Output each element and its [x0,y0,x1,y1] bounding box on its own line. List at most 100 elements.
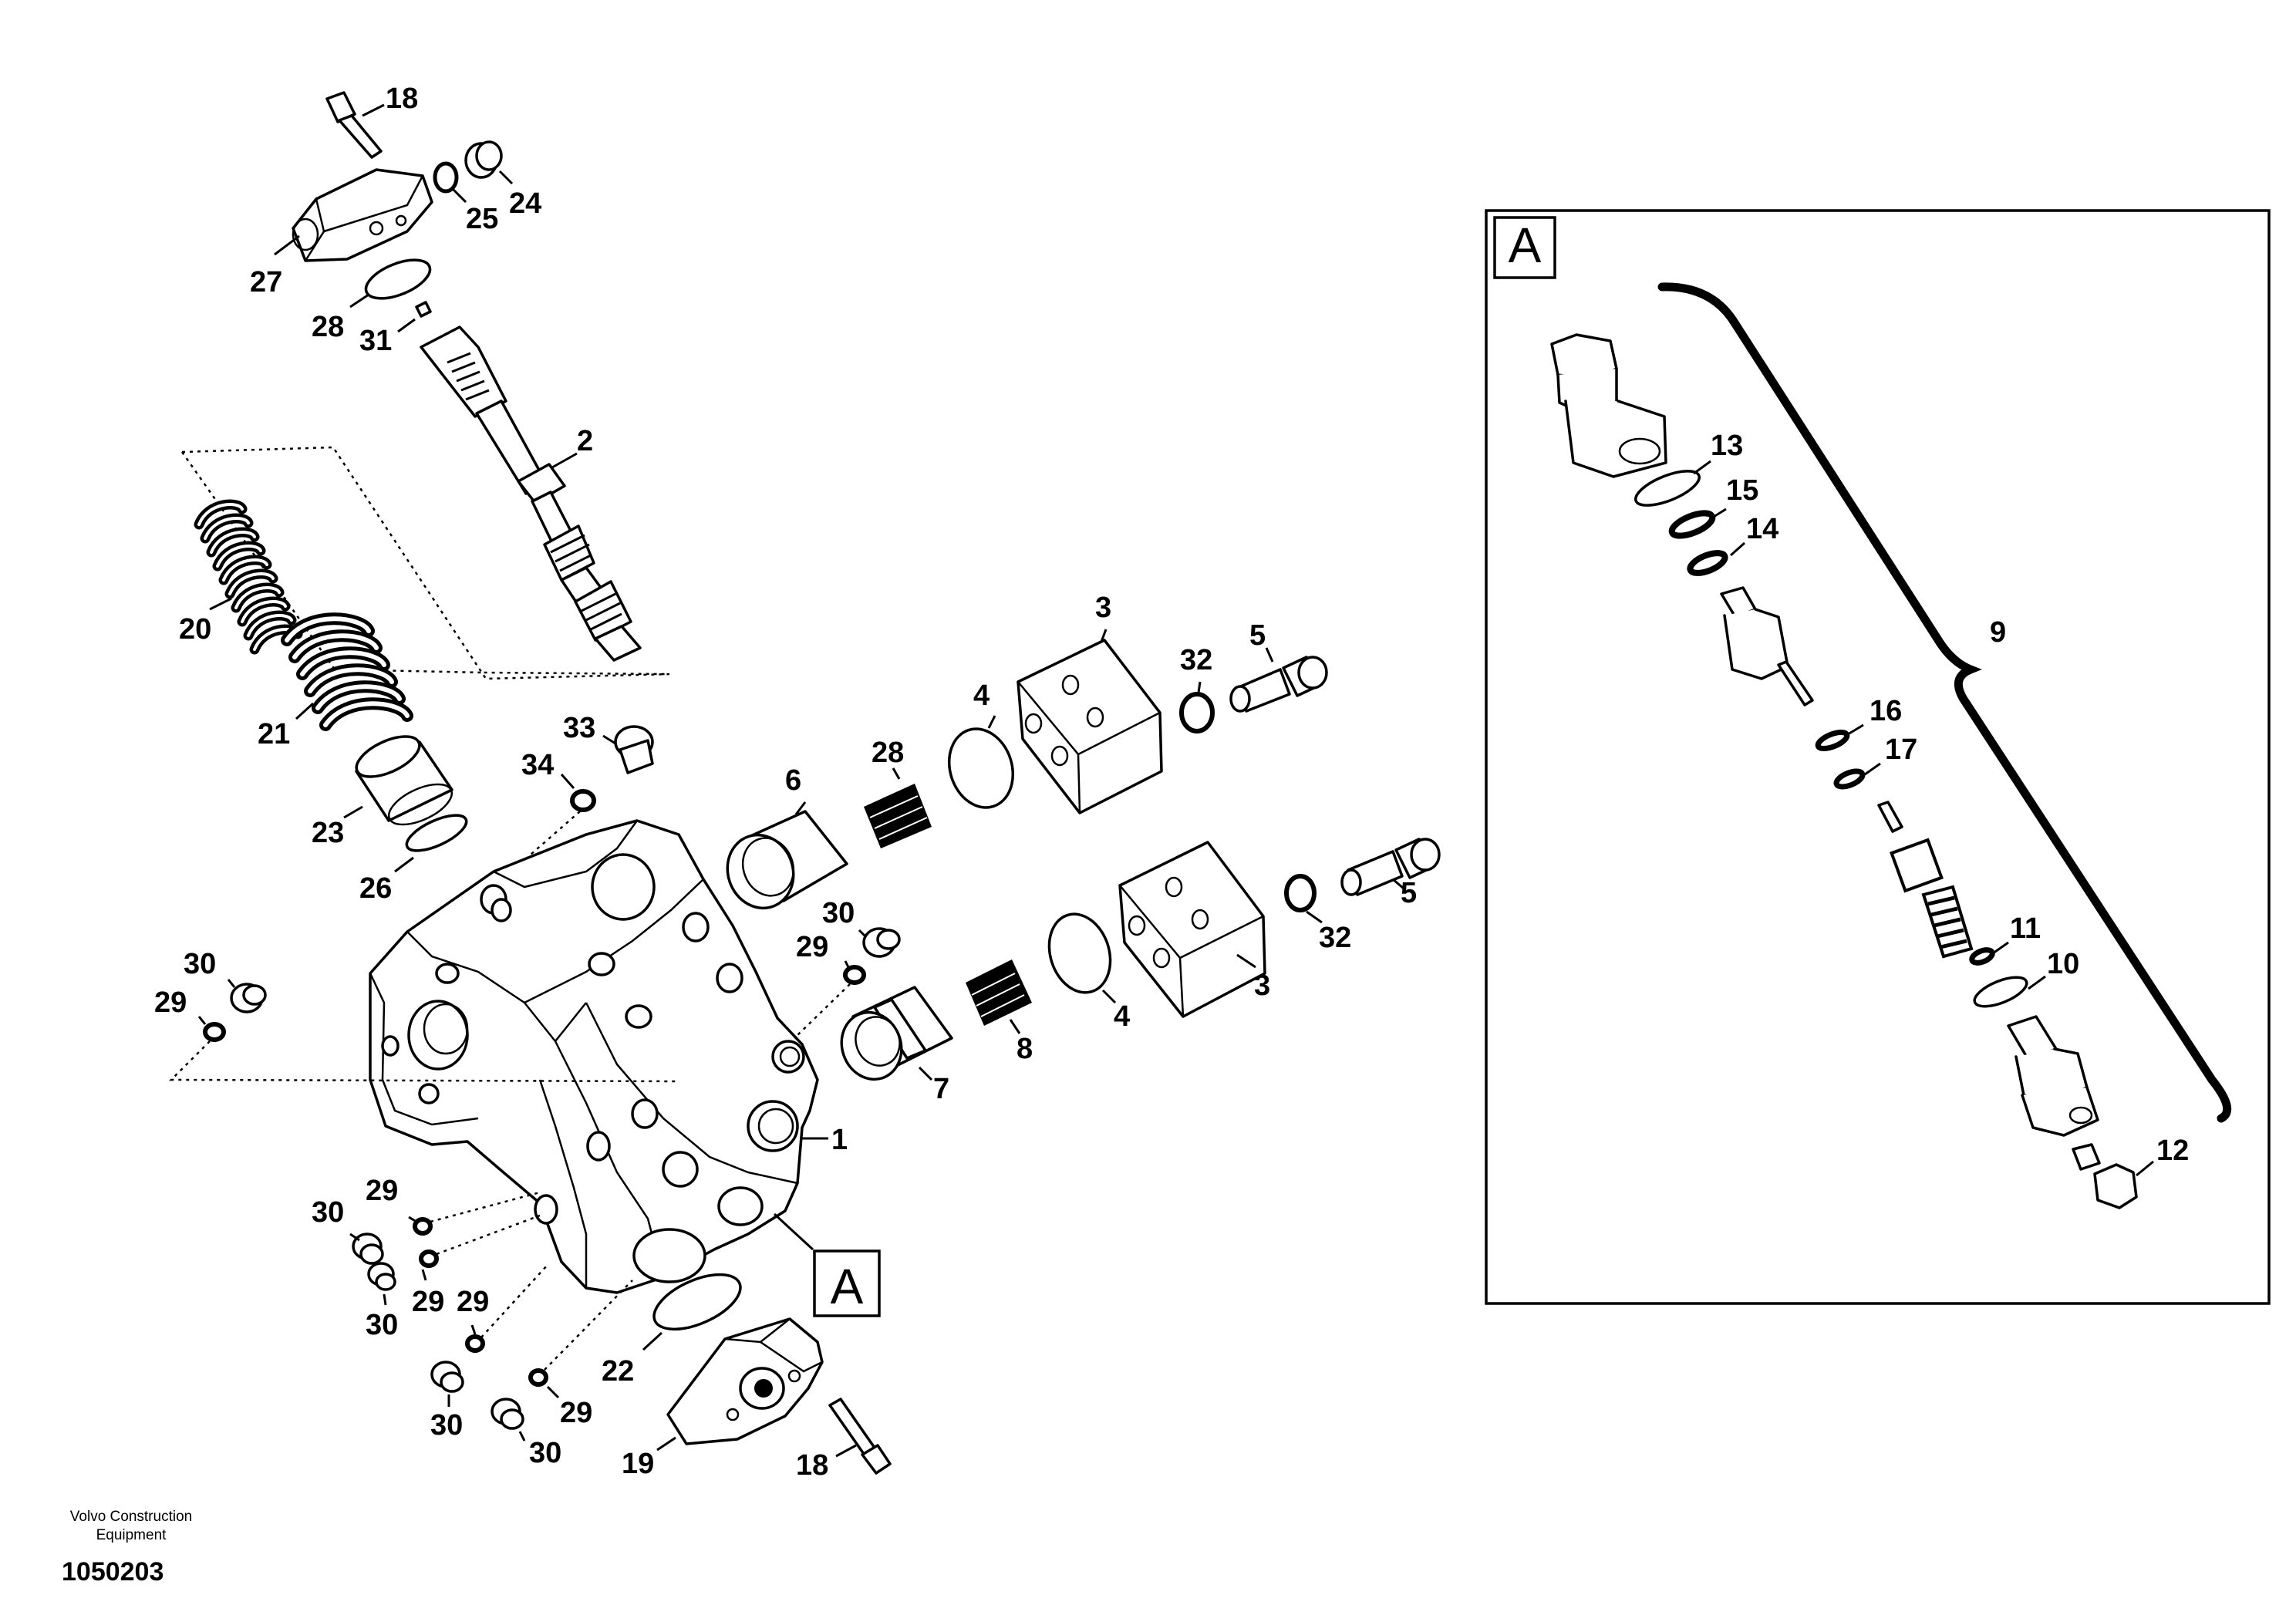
bolt-5-upper [1229,656,1328,713]
callout-18-top: 18 [386,83,418,115]
callout-29-lower-b: 29 [412,1286,444,1318]
brand-line-2: Equipment [96,1527,167,1543]
adjuster-body [2007,1015,2099,1137]
callout-32-upper: 32 [1180,644,1212,676]
callout-33: 33 [563,712,595,744]
washer-32-lower [1284,874,1317,912]
cartridge-body [1550,333,1667,478]
brand-line-1: Volvo Construction [69,1509,193,1525]
callout-6: 6 [785,764,801,797]
o-ring-4-upper [947,727,1015,809]
callout-7: 7 [933,1073,949,1105]
spring-8 [966,959,1032,1026]
callout-18-bottom: 18 [796,1449,828,1482]
callout-20: 20 [179,613,211,646]
plug-30-left [230,983,267,1013]
callout-30-lower-d: 30 [529,1437,561,1469]
cover-3-lower [1118,841,1266,1018]
spring [1921,885,1974,959]
o-ring-10 [1973,976,2028,1008]
callout-14: 14 [1746,513,1778,545]
document-number: 1050203 [62,1557,164,1587]
callout-27: 27 [250,266,282,298]
end-block-27 [292,168,433,262]
callout-30-lower-b: 30 [366,1309,398,1341]
o-ring-16 [1815,729,1850,752]
callout-19: 19 [622,1448,654,1480]
spring-seat [1890,838,1944,893]
valve-housing-1 [369,819,819,1294]
callout-30-left: 30 [184,948,216,980]
callout-34: 34 [521,749,554,781]
callout-11: 11 [2010,912,2041,945]
plug-30-lower-c [430,1361,464,1393]
plug-30-lower-d [491,1398,524,1430]
poppet [1720,586,1789,680]
o-ring-22 [652,1273,742,1331]
callout-5-lower: 5 [1401,877,1417,909]
spring-20 [194,499,303,655]
callout-26: 26 [359,872,392,905]
piston-6 [726,810,848,910]
sleeve-23 [355,735,453,826]
callout-30-lower-a: 30 [312,1196,344,1229]
callout-25: 25 [466,203,498,235]
washer-29-lower-c [465,1334,485,1353]
callout-2: 2 [577,425,593,457]
callout-10: 10 [2047,948,2079,980]
cover-3-upper [1017,639,1163,814]
o-ring-4-lower [1047,912,1112,994]
callout-13: 13 [1711,430,1743,462]
o-ring-14 [1687,550,1728,576]
callout-23: 23 [312,817,344,849]
lock-nut [2072,1143,2138,1209]
callout-3-lower: 3 [1254,969,1270,1002]
pin-31 [415,301,432,318]
bolt-18-bottom [828,1398,892,1475]
plug-33 [614,725,654,774]
inset-tag-a: A [1509,218,1542,273]
callout-24: 24 [509,187,541,220]
end-block-19 [666,1317,824,1445]
callout-28-top: 28 [312,311,344,343]
detail-ref-tag-a: A [831,1259,864,1314]
callout-30-lower-c: 30 [430,1409,463,1442]
callout-29-left: 29 [154,986,187,1019]
bolt-5-lower [1340,838,1441,896]
callout-28-spring: 28 [872,737,904,769]
callout-4-lower: 4 [1114,1000,1130,1033]
washer-29-mid [843,965,866,985]
washer-34 [570,789,596,812]
callout-8: 8 [1017,1033,1033,1065]
callout-30-mid: 30 [822,897,855,929]
assembly-brace [1657,282,2232,1123]
callout-17: 17 [1885,733,1917,766]
spool-2 [420,325,642,662]
callout-12: 12 [2156,1135,2189,1167]
plug-24 [464,140,503,179]
callout-29-lower-c: 29 [457,1286,489,1318]
pin [1777,660,1814,706]
footer: Volvo Construction Equipment 1050203 [46,1508,216,1587]
plug-30-lower-b [367,1262,396,1291]
washer-29-lower-d [528,1368,548,1387]
washer-32-upper [1179,692,1215,733]
o-ring-17 [1833,768,1866,790]
callout-4-upper: 4 [973,679,990,712]
washer-29-lower-b [419,1249,439,1268]
plug-30-mid [862,927,901,958]
o-ring-13 [1634,470,1701,507]
callout-5-upper: 5 [1249,619,1266,652]
callout-22: 22 [602,1355,634,1388]
callout-31: 31 [359,325,392,357]
spring-21 [281,612,413,731]
callout-29-mid: 29 [796,931,828,963]
callout-32-lower: 32 [1319,922,1351,954]
washer-25 [433,161,459,194]
callout-9: 9 [1990,616,2006,649]
o-ring-11 [1969,947,1995,966]
washer-29-left [203,1022,226,1042]
callout-29-lower-a: 29 [366,1175,398,1207]
bolt-18-top [325,91,383,159]
